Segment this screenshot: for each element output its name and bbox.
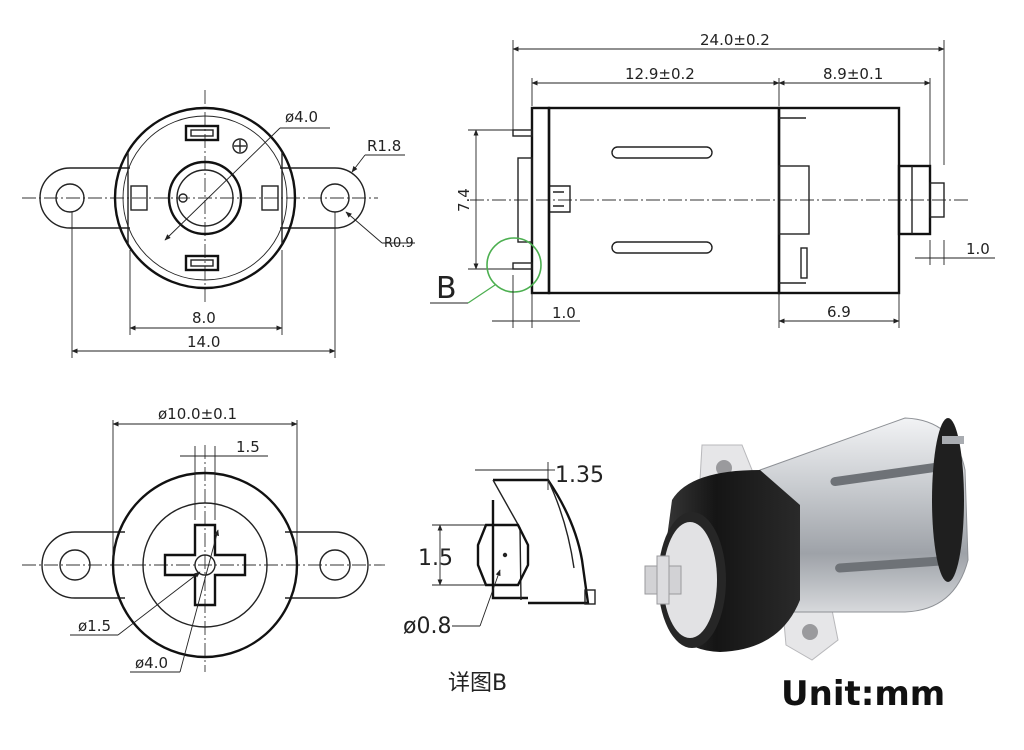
front-r-inner-label: R0.9 — [384, 236, 414, 251]
front-body-inner-circle — [122, 115, 288, 281]
detail-caption: 详图B — [448, 671, 507, 696]
side-boss — [517, 157, 533, 243]
unit-label: Unit:mm — [781, 674, 945, 714]
front-hole-dia-label: ø4.0 — [285, 108, 318, 126]
rear-small-dia-label: ø1.5 — [78, 617, 111, 635]
front-left-hole — [55, 183, 85, 213]
rear-slot-label: 1.5 — [236, 438, 260, 456]
front-r-outer-label: R1.8 — [367, 137, 401, 155]
rear-right-lobe — [285, 531, 369, 599]
front-left-lobe — [39, 167, 130, 229]
side-terminal-bottom — [512, 262, 533, 270]
side-slot-top — [611, 146, 713, 159]
front-right-lobe — [280, 167, 366, 229]
detail-hole-label: ø0.8 — [403, 614, 451, 639]
side-shaft — [929, 182, 945, 218]
front-body-circle — [113, 106, 297, 290]
rear-cross-shaft — [163, 523, 247, 607]
front-center-boss — [167, 160, 243, 236]
front-terminal-bottom — [184, 254, 220, 272]
motor-end-cap — [932, 418, 964, 582]
side-view: 24.0±0.2 12.9±0.2 8.9±0.1 7. — [430, 31, 995, 328]
rear-left-lobe — [41, 531, 125, 599]
side-gearbox — [777, 106, 901, 295]
rear-body-circle — [111, 471, 299, 659]
side-total-length-label: 24.0±0.2 — [700, 31, 770, 49]
rear-view: ø10.0±0.1 1.5 ø1.5 ø4.0 — [22, 405, 385, 673]
front-tab-left — [130, 185, 148, 211]
side-terminal-offset-label: 1.0 — [552, 304, 576, 322]
side-terminal-top — [512, 129, 533, 137]
side-body-length-label: 12.9±0.2 — [625, 65, 695, 83]
front-width-label: 14.0 — [187, 333, 220, 351]
detail-outline-left — [491, 500, 528, 600]
detail-b-view: 1.35 1.5 ø0.8 详图B — [403, 462, 604, 696]
front-view: ø4.0 R1.8 R0.9 8.0 14.0 — [22, 90, 415, 358]
rear-gear-circle — [142, 502, 268, 628]
rear-right-hole — [319, 549, 351, 581]
front-terminal-top — [184, 124, 220, 142]
rear-left-hole — [59, 549, 91, 581]
detail-b-circle — [486, 237, 542, 293]
detail-height-label: 1.5 — [418, 546, 453, 571]
side-main-body — [547, 106, 781, 295]
side-slot-bottom — [611, 241, 713, 254]
side-gear-length-label: 8.9±0.1 — [823, 65, 883, 83]
side-gear-width-label: 6.9 — [827, 303, 851, 321]
detail-hex-boss — [476, 523, 530, 587]
plus-marker-icon — [232, 138, 248, 154]
rear-body-dia-label: ø10.0±0.1 — [158, 405, 237, 423]
front-spacing-label: 8.0 — [192, 309, 216, 327]
motor-gear-face — [663, 522, 717, 638]
motor-photo: Unit:mm — [644, 417, 969, 714]
rear-center-dia-label: ø4.0 — [135, 654, 168, 672]
side-shaft-offset-label: 1.0 — [966, 240, 990, 258]
front-tab-right — [261, 185, 279, 211]
detail-b-marker: B — [436, 271, 457, 306]
side-height-label: 7.4 — [455, 188, 473, 212]
detail-top-label: 1.35 — [555, 463, 604, 488]
